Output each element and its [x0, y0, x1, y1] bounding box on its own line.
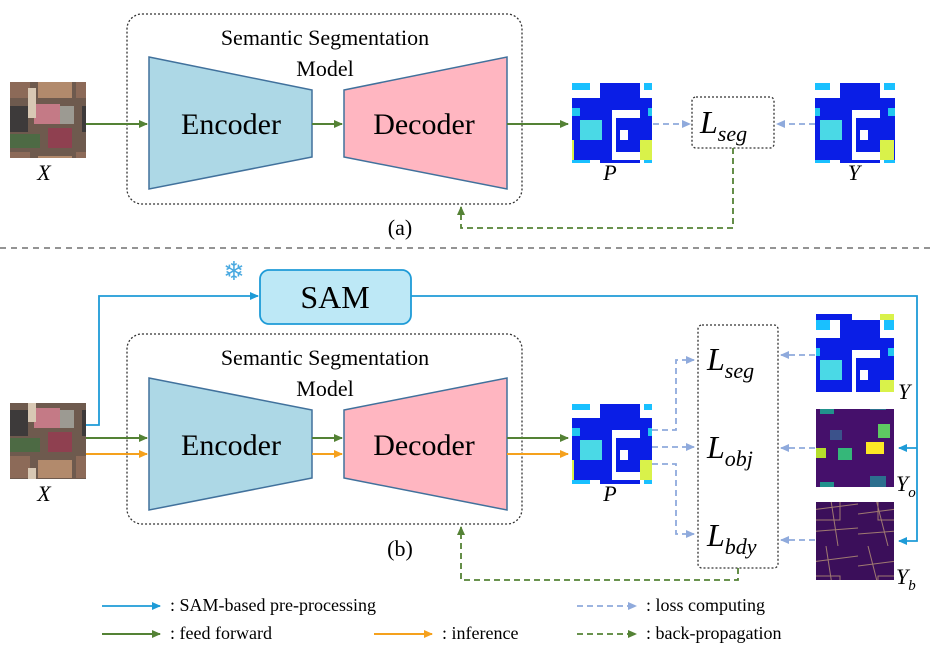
encoder-b-label: Encoder [181, 429, 281, 462]
legend-infer-label: : inference [442, 623, 518, 643]
loss-seg-b: Lseg [706, 341, 754, 383]
legend: : SAM-based pre-processing : loss comput… [102, 595, 781, 643]
sam-arrow-out [411, 295, 918, 545]
decoder-a-label: Decoder [373, 108, 475, 141]
model-box-a [126, 13, 523, 205]
prediction-image-b [572, 404, 652, 484]
caption-b: (b) [387, 536, 413, 561]
input-a-label: X [36, 160, 52, 185]
sam-label: SAM [300, 279, 369, 315]
input-image-b [10, 403, 86, 479]
model-title-a-line2: Model [296, 56, 353, 81]
loss-box-a [691, 96, 775, 149]
decoder-b [343, 377, 508, 511]
prediction-image-a [572, 83, 652, 163]
encoder-a-label: Encoder [181, 108, 281, 141]
input-b-label: X [36, 481, 52, 506]
legend-backprop-label: : back-propagation [646, 623, 781, 643]
legend-feed-label: : feed forward [170, 623, 272, 643]
loss-box-b [697, 324, 779, 569]
gt-a-label: Y [848, 160, 863, 185]
loss-bdy-b: Lbdy [706, 517, 757, 559]
snowflake-icon: ❄ [223, 257, 245, 287]
decoder-b-label: Decoder [373, 429, 475, 462]
legend-loss-label: : loss computing [646, 595, 765, 615]
gt-image-b [816, 314, 894, 392]
model-title-b-line1: Semantic Segmentation [221, 345, 429, 370]
decoder-a [343, 56, 508, 190]
target-yo-label: Yo [896, 471, 916, 501]
model-title-a-line1: Semantic Segmentation [221, 25, 429, 50]
gt-image-a [815, 83, 895, 163]
boundary-mask-image [816, 502, 894, 580]
loss-obj-b: Lobj [706, 429, 753, 471]
part-b: ❄ SAM Semantic Segmentation Model Encode… [10, 257, 918, 594]
encoder-b [148, 377, 313, 511]
object-mask-image [816, 409, 894, 487]
part-a: Semantic Segmentation Model Encoder Deco… [10, 13, 895, 240]
caption-a: (a) [388, 215, 412, 240]
target-y-label: Y [898, 379, 913, 404]
legend-sam-label: : SAM-based pre-processing [170, 595, 376, 615]
loss-seg-a: Lseg [699, 104, 747, 146]
encoder-a [148, 56, 313, 190]
model-title-b-line2: Model [296, 376, 353, 401]
pred-a-label: P [602, 160, 616, 185]
loss-arrow-b-bdy [652, 463, 695, 538]
backprop-arrow-a [457, 148, 734, 229]
loss-arrow-b-seg [652, 356, 695, 431]
sam-box [259, 269, 412, 325]
target-yb-label: Yb [896, 564, 916, 594]
model-box-b [126, 333, 523, 525]
sam-arrow-in [86, 292, 259, 426]
backprop-arrow-b [457, 526, 739, 581]
input-image-a [10, 82, 86, 158]
pred-b-label: P [602, 481, 616, 506]
